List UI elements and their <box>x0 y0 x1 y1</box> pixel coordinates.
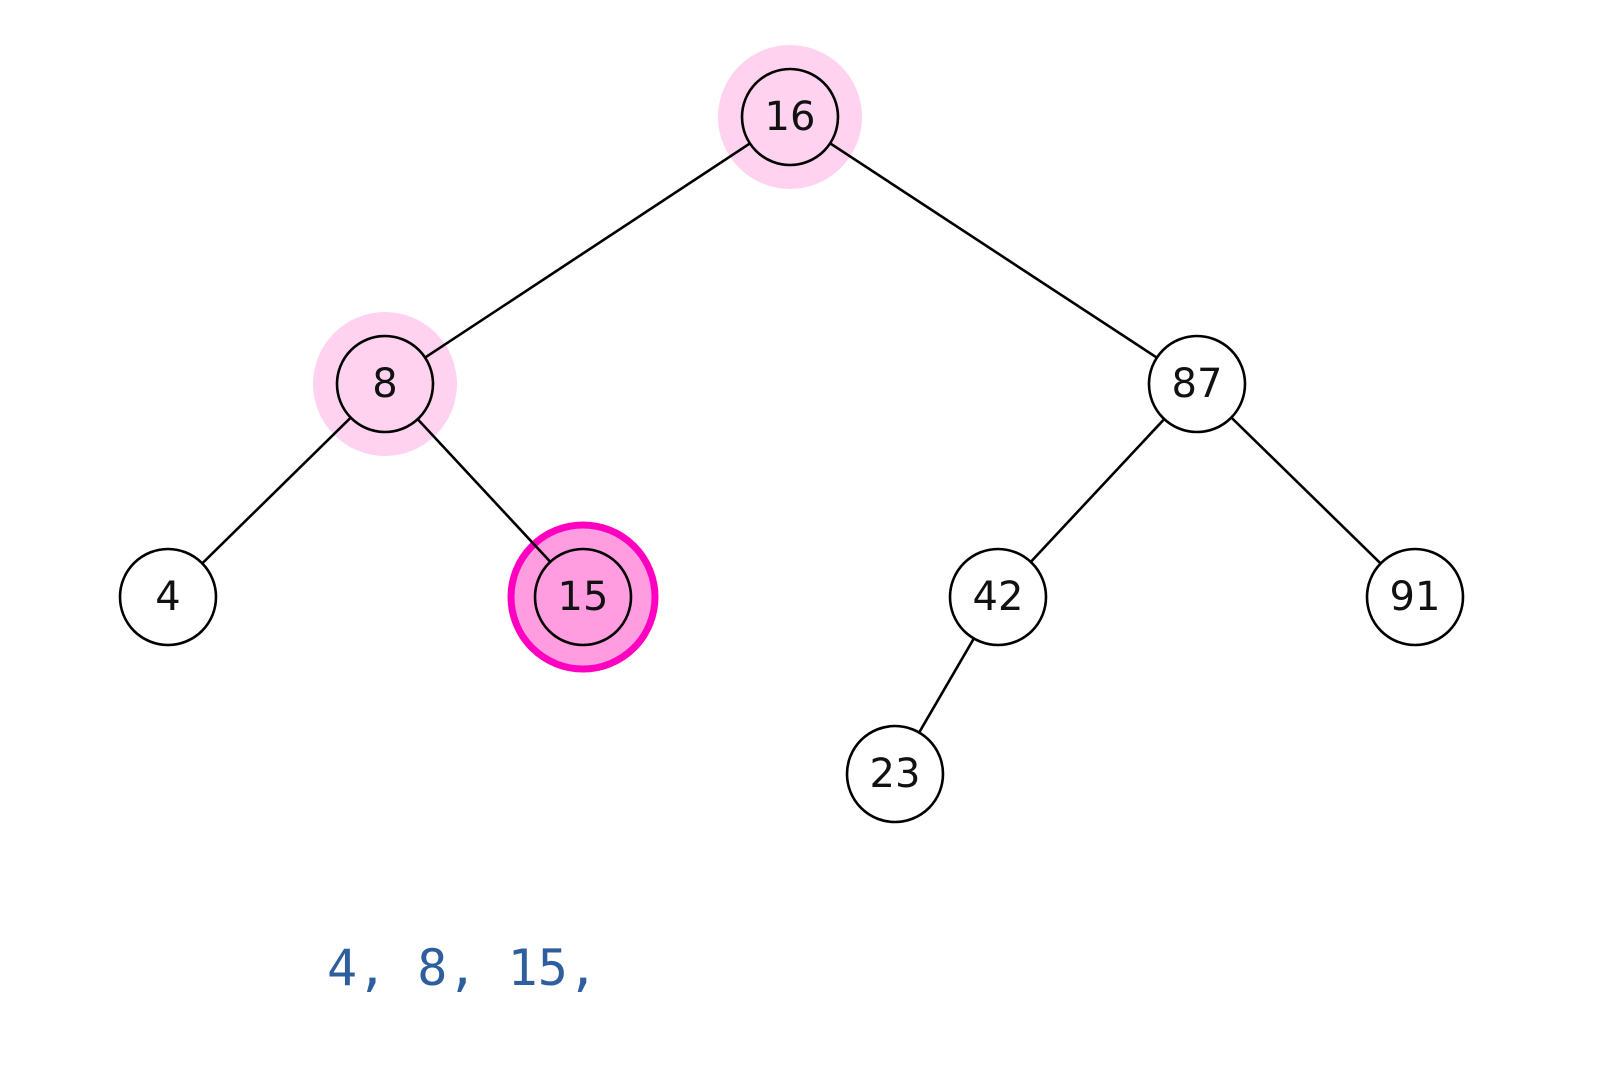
edge-16-8 <box>384 115 791 386</box>
node-circle <box>845 724 945 824</box>
node-circle <box>533 547 633 647</box>
node-circle <box>1365 547 1465 647</box>
tree-node-87: 87 <box>1147 334 1247 434</box>
node-circle <box>335 334 435 434</box>
tree-node-23: 23 <box>845 724 945 824</box>
edge-8-4 <box>167 383 386 598</box>
node-label: 16 <box>765 94 816 140</box>
tree-node-8: 8 <box>335 334 435 434</box>
tree-node-91: 91 <box>1365 547 1465 647</box>
node-circle <box>948 547 1048 647</box>
node-label: 87 <box>1172 361 1223 407</box>
node-circle <box>118 547 218 647</box>
edge-16-87 <box>789 115 1198 386</box>
edge-87-91 <box>1196 383 1416 598</box>
node-label: 15 <box>558 574 609 620</box>
node-label: 91 <box>1390 574 1441 620</box>
node-label: 23 <box>870 751 921 797</box>
tree-node-15: 15 <box>533 547 633 647</box>
highlight-layer <box>313 45 862 673</box>
node-label: 4 <box>155 574 180 620</box>
tree-node-42: 42 <box>948 547 1048 647</box>
node-circle <box>1147 334 1247 434</box>
node-circle <box>740 67 840 167</box>
node-label: 8 <box>372 361 397 407</box>
node-layer: 16 8 87 4 15 42 91 23 <box>118 67 1465 824</box>
tree-node-16: 16 <box>740 67 840 167</box>
traversal-output: 4, 8, 15, <box>327 939 598 997</box>
tree-node-4: 4 <box>118 547 218 647</box>
node-label: 42 <box>973 574 1024 620</box>
